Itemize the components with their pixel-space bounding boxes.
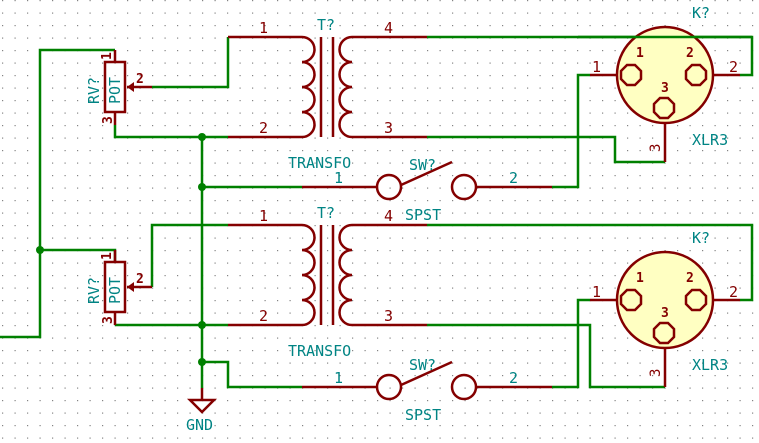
connector-ref: K? xyxy=(692,229,710,247)
transformer-ref: T? xyxy=(317,16,335,34)
primary-coil xyxy=(301,223,316,327)
transformer-ref: T? xyxy=(317,204,335,222)
connector-value: XLR3 xyxy=(692,131,728,149)
connector-pin2-label: 2 xyxy=(729,58,738,76)
wire-sw1-xlr1[interactable] xyxy=(552,73,590,189)
socket-pin-2-icon xyxy=(684,288,708,312)
pot-ref: RV? xyxy=(85,77,103,104)
transformer-t1[interactable]: 1 2 3 4 T? TRANSFO xyxy=(228,16,427,172)
potentiometer-rv2[interactable]: 1 2 3 RV? POT xyxy=(85,250,152,325)
junction-dot xyxy=(198,133,206,141)
transformer-pin3-label: 3 xyxy=(384,119,393,137)
socket-label-2: 2 xyxy=(686,46,694,61)
pot-pin2-label: 2 xyxy=(136,72,144,87)
pot-value: POT xyxy=(106,77,124,104)
switch-contact xyxy=(375,173,403,201)
transformer-pin4-label: 4 xyxy=(384,207,393,225)
switch-lever xyxy=(400,360,453,387)
switch-pin2-label: 2 xyxy=(509,169,518,187)
connector-pin3-label: 3 xyxy=(648,369,664,377)
xlr-connector-k1[interactable]: 1 2 3 1 2 3 K? XLR3 xyxy=(578,4,752,162)
ground-icon xyxy=(186,398,218,414)
pot-pin3-label: 3 xyxy=(101,316,116,324)
connector-body xyxy=(615,250,715,350)
transformer-pin1-label: 1 xyxy=(259,207,268,225)
gnd-symbol[interactable]: GND xyxy=(186,388,218,434)
socket-pin-1-icon xyxy=(619,288,643,312)
transformer-pin1-label: 1 xyxy=(259,19,268,37)
wire-bus-sw2[interactable] xyxy=(202,360,302,389)
wire-t2-xlr2-pin3[interactable] xyxy=(427,323,665,389)
transformer-pin2-label: 2 xyxy=(259,119,268,137)
switch-pin1-label: 1 xyxy=(334,169,343,187)
socket-pin-1-icon xyxy=(619,63,643,87)
socket-pin-3-icon xyxy=(652,321,676,345)
pot-pin1-label: 1 xyxy=(100,52,115,60)
xlr-connector-k2[interactable]: 1 2 3 1 2 3 K? XLR3 xyxy=(590,229,740,387)
socket-label-1: 1 xyxy=(636,271,644,286)
transformer-pin4-label: 4 xyxy=(384,19,393,37)
switch-ref: SW? xyxy=(409,356,436,374)
transformer-value: TRANSFO xyxy=(288,154,351,172)
secondary-coil xyxy=(338,35,353,139)
gnd-label: GND xyxy=(186,416,213,434)
switch-sw2[interactable]: 1 2 SW? SPST xyxy=(302,356,552,424)
wire-pot2-wiper[interactable] xyxy=(150,223,228,287)
switch-sw1[interactable]: 1 2 SW? SPST xyxy=(302,156,552,224)
switch-pin2-label: 2 xyxy=(509,369,518,387)
connector-pin1-label: 1 xyxy=(592,283,601,301)
wiper-arrow-icon xyxy=(127,82,134,92)
wire-pot1-wiper[interactable] xyxy=(152,37,230,89)
junction-dot xyxy=(36,246,44,254)
connector-ref: K? xyxy=(692,4,710,22)
connector-value: XLR3 xyxy=(692,356,728,374)
primary-coil xyxy=(301,35,316,139)
junction-dot xyxy=(198,321,206,329)
switch-ref: SW? xyxy=(409,156,436,174)
switch-lever xyxy=(400,160,453,187)
socket-pin-2-icon xyxy=(684,63,708,87)
pot-pin1-label: 1 xyxy=(100,252,115,260)
switch-pin1-label: 1 xyxy=(334,369,343,387)
transformer-value: TRANSFO xyxy=(288,342,351,360)
switch-contact xyxy=(375,373,403,401)
connector-body xyxy=(615,25,715,125)
junction-dot xyxy=(198,183,206,191)
pot-ref: RV? xyxy=(85,277,103,304)
wire-left-feed[interactable] xyxy=(0,48,115,339)
connector-pin2-label: 2 xyxy=(729,283,738,301)
switch-value: SPST xyxy=(405,206,441,224)
secondary-coil xyxy=(338,223,353,327)
pot-value: POT xyxy=(106,277,124,304)
connector-pin1-label: 1 xyxy=(592,58,601,76)
socket-label-3: 3 xyxy=(661,306,669,321)
transformer-pin2-label: 2 xyxy=(259,307,268,325)
socket-label-1: 1 xyxy=(636,46,644,61)
wire-t2-xlr2-pin2[interactable] xyxy=(427,223,754,302)
transformer-t2[interactable]: 1 2 3 4 T? TRANSFO xyxy=(228,204,427,360)
wire-sw2-xlr2[interactable] xyxy=(552,298,590,389)
socket-label-2: 2 xyxy=(686,271,694,286)
pot-pin2-label: 2 xyxy=(136,272,144,287)
potentiometer-rv1[interactable]: 1 2 3 RV? POT xyxy=(85,50,152,125)
wire-pot1-pin3[interactable] xyxy=(113,125,228,139)
socket-label-3: 3 xyxy=(661,81,669,96)
switch-value: SPST xyxy=(405,406,441,424)
wiper-arrow-icon xyxy=(127,282,134,292)
pot-pin3-label: 3 xyxy=(101,116,116,124)
socket-pin-3-icon xyxy=(652,96,676,120)
junction-dot xyxy=(198,358,206,366)
connector-pin3-label: 3 xyxy=(648,144,664,152)
transformer-pin3-label: 3 xyxy=(384,307,393,325)
wire-t1-xlr1-pin3[interactable] xyxy=(427,135,665,164)
junctions xyxy=(36,133,206,366)
